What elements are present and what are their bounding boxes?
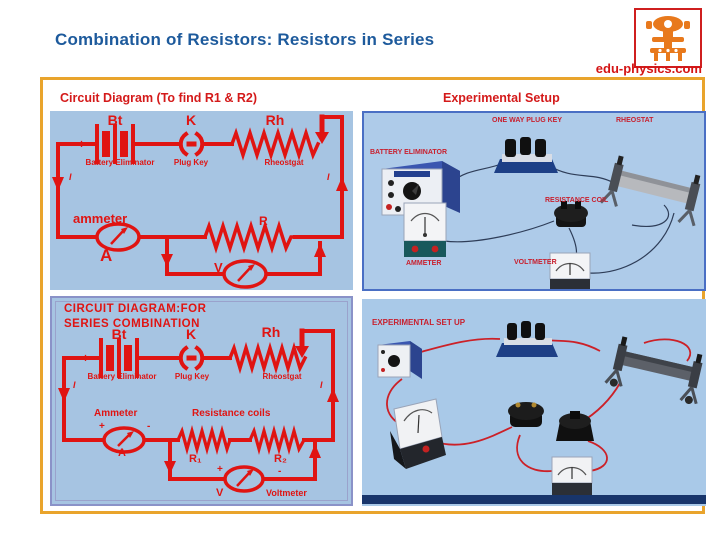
plug-key-device [496,321,558,357]
experimental-setup-photo-1: ONE WAY PLUG KEY RHEOSTAT BATTERY ELIMIN… [362,111,706,291]
voltmeter-letter: V [214,260,223,275]
battery-eliminator-label: Battery Eliminator [87,372,157,381]
ammeter-photo-label: AMMETER [406,260,442,267]
battery-plus: + [82,351,90,365]
battery-symbol-label: Bt [111,326,127,342]
battery-minus: - [146,137,150,151]
battery-symbol-label: Bt [107,112,123,128]
battery-eliminator-device [377,341,422,379]
ammeter-letter: A [100,246,113,265]
key-symbol-label: K [185,112,197,128]
voltmeter-letter: V [216,487,224,499]
battery-eliminator-device [381,161,460,216]
theodolite-icon [646,16,690,61]
circuit1-wires [52,114,348,289]
battery-photo-label: BATTERY ELIMINATOR [370,149,447,156]
resistance-coil-photo-label: RESISTANCE COIL [545,197,609,204]
right-column-header: Experimental Setup [443,91,560,105]
voltmeter-label: Voltmeter [266,488,307,498]
plug-key-photo-label: ONE WAY PLUG KEY [492,117,563,124]
resistor1-label: R₁ [189,453,202,465]
current-label-right: I [320,380,323,390]
photo1-illustration [381,137,701,289]
key-symbol-label: K [185,326,197,342]
ammeter-device [403,202,447,257]
rheostat-label: Rheostgat [262,372,302,381]
ammeter-letter: A [118,447,126,459]
plug-key-device [494,137,558,173]
voltmeter-plus: + [217,464,223,475]
left-column-header: Circuit Diagram (To find R1 & R2) [60,91,258,105]
ammeter-label: Ammeter [94,408,138,419]
current-label-left: I [73,380,76,390]
ammeter-plus: + [99,421,105,432]
ammeter-label: ammeter [73,211,128,226]
battery-minus: - [150,351,154,365]
circuit-diagram-simple: Bt K Rh + - Battery Eliminator Plug Key … [50,111,353,290]
voltmeter-minus: - [278,466,282,477]
rheostat-symbol-label: Rh [261,324,281,340]
page-title: Combination of Resistors: Resistors in S… [55,30,435,49]
ammeter-device [390,398,446,469]
circuit-diagram-series: CIRCUIT DIAGRAM:FOR SERIES COMBINATION B… [50,296,353,506]
current-label-left: I [69,172,72,182]
voltmeter-device [549,252,591,289]
logo-domain-text: edu-physics.com [595,61,702,76]
resistance-coil-device-2 [556,411,594,441]
plug-key-label: Plug Key [174,372,210,381]
circuit2-title-line2: SERIES COMBINATION [64,318,200,330]
photo2-illustration [362,321,706,504]
resistance-coil-device-1 [508,402,544,427]
edu-physics-logo [634,8,702,68]
table-edge [362,495,706,504]
resistor2-label: R₂ [274,453,287,465]
current-label-right: I [327,172,330,182]
battery-eliminator-label: Battery Eliminator [85,158,155,167]
resistance-coil-device [554,201,588,227]
experimental-setup-photo-label: EXPERIMENTAL SET UP [372,318,466,327]
experimental-setup-photo-2: EXPERIMENTAL SET UP [362,299,706,506]
plug-key-label: Plug Key [173,158,209,167]
rheostat-symbol-label: Rh [265,112,285,128]
rheostat-device [604,336,703,405]
ammeter-minus: - [147,421,151,432]
voltmeter-photo-label: VOLTMETER [514,259,557,266]
resistor-label: R [259,214,268,228]
circuit2-wires [58,328,339,493]
battery-plus: + [78,137,86,151]
rheostat-label: Rheostgat [264,158,304,167]
voltmeter-device [551,456,593,495]
rheostat-device [599,155,701,227]
resistance-coils-label: Resistance coils [192,408,271,419]
rheostat-photo-label: RHEOSTAT [616,117,654,124]
circuit2-title-line1: CIRCUIT DIAGRAM:FOR [64,303,207,315]
